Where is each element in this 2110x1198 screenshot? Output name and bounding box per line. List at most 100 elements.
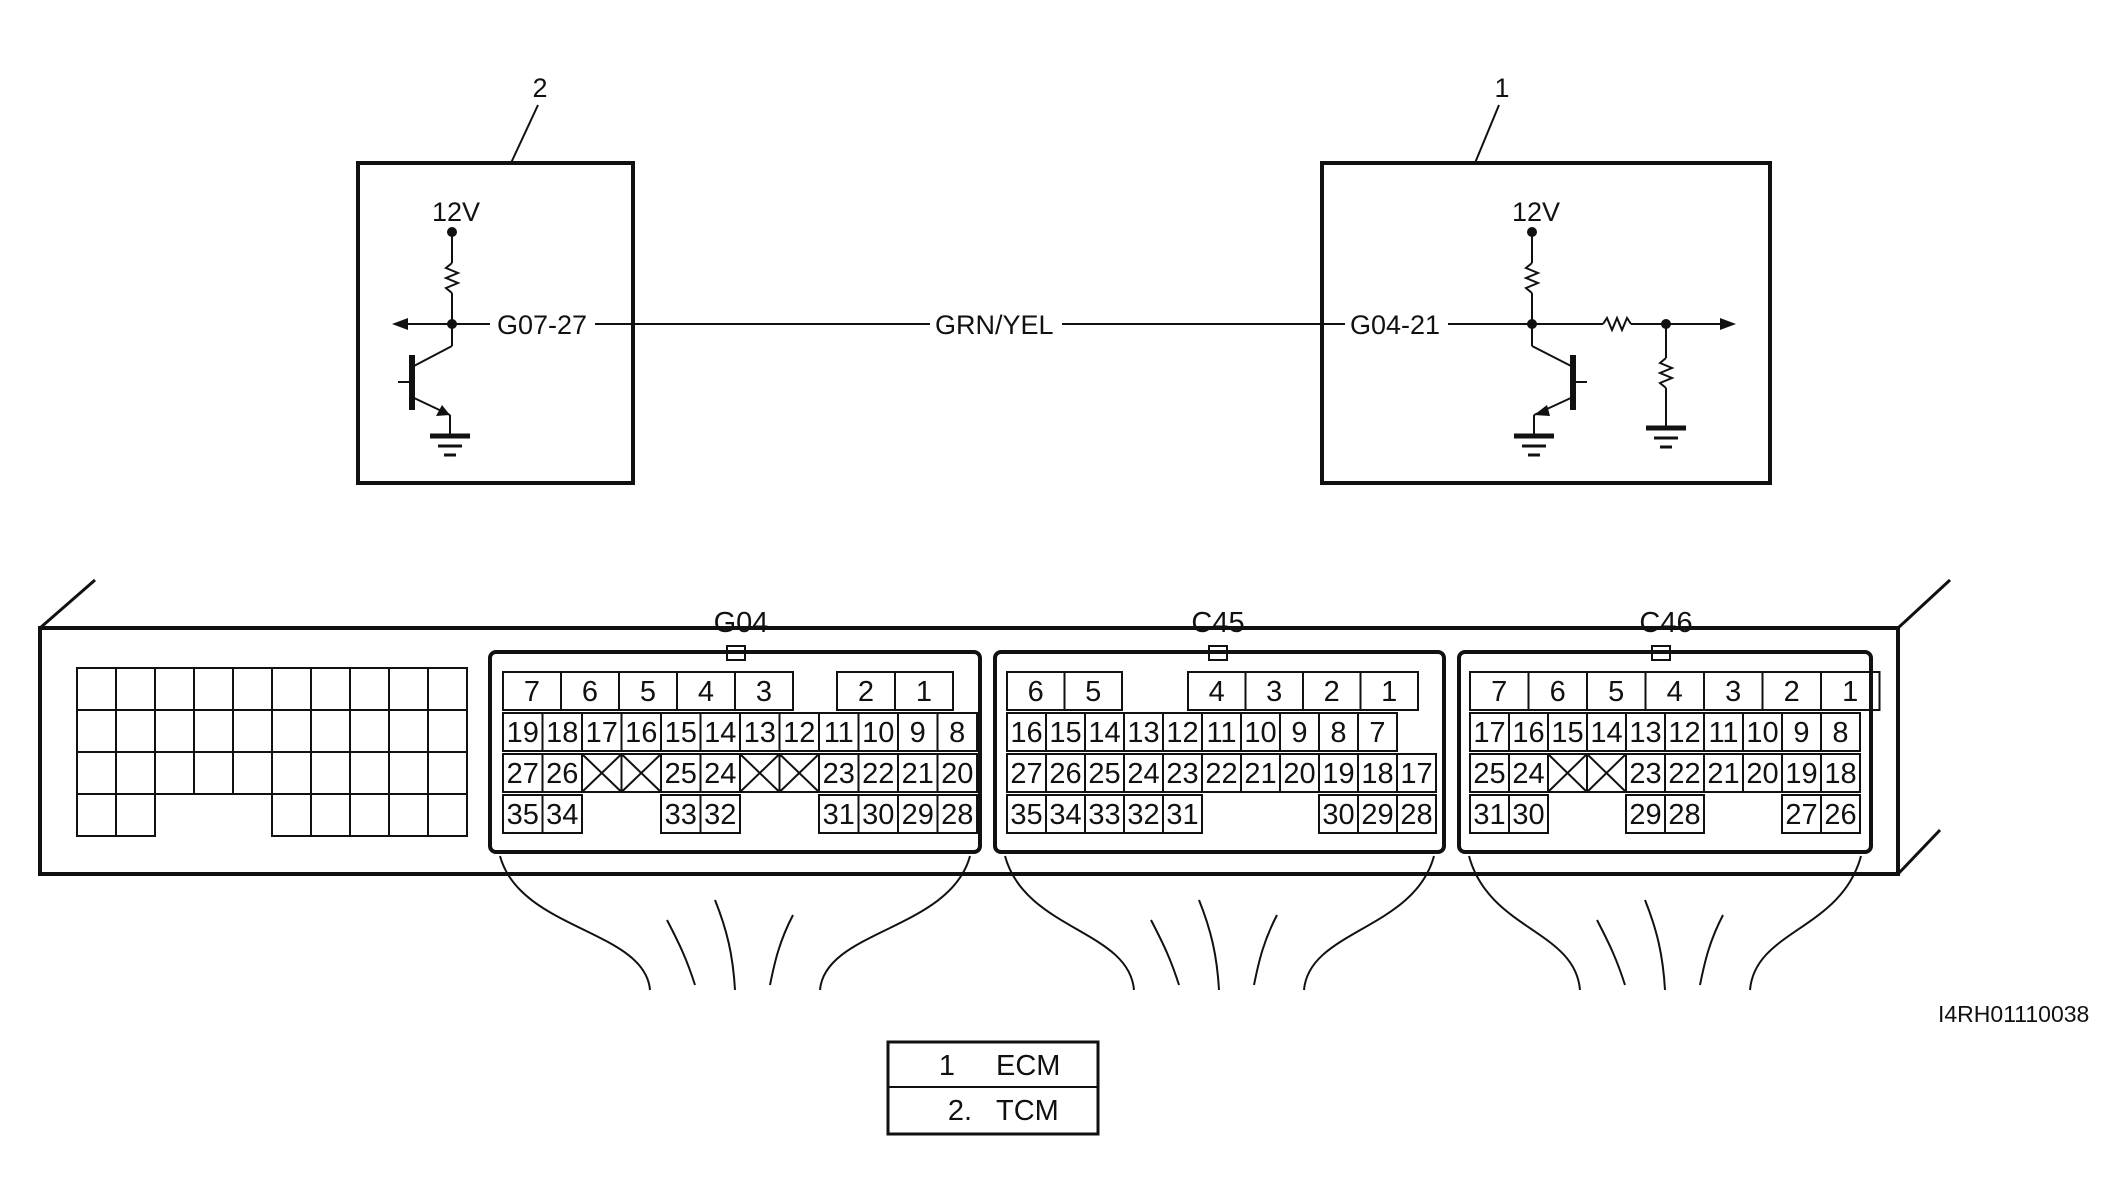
svg-text:33: 33 bbox=[665, 799, 697, 831]
svg-text:29: 29 bbox=[1361, 799, 1393, 831]
svg-text:15: 15 bbox=[1551, 717, 1583, 749]
housing-grid-cell bbox=[193, 667, 234, 711]
pin-cell: 30 bbox=[857, 794, 899, 834]
svg-text:18: 18 bbox=[1361, 758, 1393, 790]
pin-cell: 22 bbox=[1664, 753, 1705, 793]
svg-text:28: 28 bbox=[1400, 799, 1432, 831]
svg-text:8: 8 bbox=[1330, 717, 1346, 749]
pin-cell: 27 bbox=[1781, 794, 1822, 834]
harness-bundle bbox=[499, 855, 971, 991]
tcm-ground-icon bbox=[430, 433, 470, 457]
svg-text:2: 2 bbox=[1784, 676, 1800, 708]
pin-cell: 33 bbox=[1084, 794, 1125, 834]
svg-text:33: 33 bbox=[1088, 799, 1120, 831]
pin-cell: 15 bbox=[1045, 712, 1086, 752]
housing-grid-cell bbox=[271, 793, 312, 837]
ecm-emitter-arrow bbox=[1534, 405, 1550, 416]
svg-text:5: 5 bbox=[640, 676, 656, 708]
svg-text:5: 5 bbox=[1085, 676, 1101, 708]
pin-cell: 24 bbox=[699, 753, 741, 793]
legend-item-2-number: 2. bbox=[948, 1095, 972, 1127]
connector-name: C45 bbox=[1191, 607, 1244, 639]
pin-cell: 32 bbox=[1123, 794, 1164, 834]
svg-text:14: 14 bbox=[704, 717, 736, 749]
svg-text:18: 18 bbox=[546, 717, 578, 749]
pin-cell: 24 bbox=[1508, 753, 1549, 793]
svg-text:4: 4 bbox=[1209, 676, 1225, 708]
housing-grid-cell bbox=[115, 793, 156, 837]
harness-bundle bbox=[1004, 855, 1435, 991]
pin-cell: 17 bbox=[1396, 753, 1437, 793]
pin-cavity-plugged bbox=[1547, 753, 1588, 793]
tcm-output-arrow bbox=[392, 318, 408, 330]
housing-grid-cell bbox=[349, 709, 390, 753]
housing-grid-cell bbox=[271, 667, 312, 711]
housing-grid-cell bbox=[193, 709, 234, 753]
housing-grid-cell bbox=[310, 793, 351, 837]
ecm-box bbox=[1320, 161, 1772, 485]
pin-cell: 30 bbox=[1318, 794, 1359, 834]
housing-grid-cell bbox=[427, 751, 468, 795]
ecm-pulldown-ground-icon bbox=[1646, 425, 1686, 449]
svg-text:3: 3 bbox=[1725, 676, 1741, 708]
tcm-pullup-resistor bbox=[443, 262, 461, 294]
circuit-schematic: 2 12V G07-27 GRN/YEL G04-21 1 bbox=[356, 73, 1772, 485]
svg-text:9: 9 bbox=[1793, 717, 1809, 749]
housing-grid-block bbox=[76, 667, 468, 837]
svg-text:21: 21 bbox=[902, 758, 934, 790]
pin-cell: 11 bbox=[1201, 712, 1242, 752]
pin-cell: 12 bbox=[1162, 712, 1203, 752]
svg-text:27: 27 bbox=[507, 758, 539, 790]
pin-cell: 7 bbox=[1357, 712, 1398, 752]
svg-text:19: 19 bbox=[1785, 758, 1817, 790]
pin-cell: 21 bbox=[1240, 753, 1281, 793]
housing-grid-cell bbox=[310, 709, 351, 753]
pin-cell: 10 bbox=[1240, 712, 1281, 752]
pin-cell: 25 bbox=[1469, 753, 1510, 793]
pin-cell: 18 bbox=[1820, 753, 1861, 793]
svg-text:12: 12 bbox=[1166, 717, 1198, 749]
svg-text:14: 14 bbox=[1088, 717, 1120, 749]
connector-name: G04 bbox=[714, 607, 769, 639]
svg-text:3: 3 bbox=[1266, 676, 1282, 708]
svg-text:16: 16 bbox=[625, 717, 657, 749]
svg-text:2: 2 bbox=[1324, 676, 1340, 708]
pin-cell: 16 bbox=[1508, 712, 1549, 752]
svg-text:23: 23 bbox=[1629, 758, 1661, 790]
connector-shell bbox=[1457, 650, 1873, 854]
housing-grid-cell bbox=[427, 793, 468, 837]
pin-cell: 8 bbox=[1318, 712, 1359, 752]
pin-cell: 26 bbox=[541, 753, 583, 793]
pin-cell: 20 bbox=[1742, 753, 1783, 793]
svg-text:12: 12 bbox=[783, 717, 815, 749]
svg-text:20: 20 bbox=[941, 758, 973, 790]
svg-text:30: 30 bbox=[1512, 799, 1544, 831]
svg-text:29: 29 bbox=[902, 799, 934, 831]
legend-table: 1 ECM 2. TCM bbox=[886, 1040, 1100, 1136]
ecm-pulldown-resistor bbox=[1657, 357, 1675, 389]
svg-text:31: 31 bbox=[823, 799, 855, 831]
pin-cavity-plugged bbox=[581, 753, 623, 793]
svg-text:16: 16 bbox=[1512, 717, 1544, 749]
pin-cell: 21 bbox=[1703, 753, 1744, 793]
pin-cell: 20 bbox=[1279, 753, 1320, 793]
svg-text:24: 24 bbox=[1127, 758, 1159, 790]
pin-cell: 5 bbox=[618, 671, 678, 711]
pin-cell: 30 bbox=[1508, 794, 1549, 834]
svg-text:13: 13 bbox=[1127, 717, 1159, 749]
pin-cell: 5 bbox=[1586, 671, 1647, 711]
pin-cell: 10 bbox=[1742, 712, 1783, 752]
svg-text:35: 35 bbox=[1010, 799, 1042, 831]
housing-grid-cell bbox=[271, 709, 312, 753]
tcm-supply-label: 12V bbox=[432, 197, 480, 227]
pin-cell: 11 bbox=[818, 712, 860, 752]
pin-cell: 4 bbox=[676, 671, 736, 711]
ecm-supply-label: 12V bbox=[1512, 197, 1560, 227]
housing-grid-cell bbox=[154, 667, 195, 711]
housing-grid-cell bbox=[388, 709, 429, 753]
pin-cell: 9 bbox=[1279, 712, 1320, 752]
